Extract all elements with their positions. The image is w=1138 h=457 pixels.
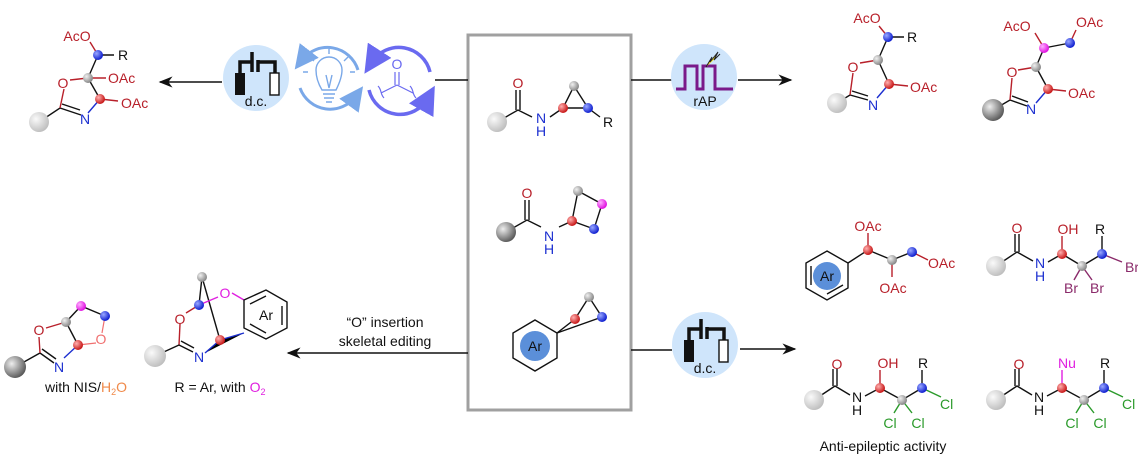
product-tribromo-amide: O OH N H R Br Br Br [986, 220, 1138, 296]
atom-n: N [536, 110, 546, 126]
r-group: R [907, 29, 917, 45]
br-label: Br [1090, 280, 1104, 296]
oac-label: OAc [1076, 14, 1103, 30]
substrate-box [466, 33, 633, 412]
lightbulb-photocatalysis-icon [294, 43, 364, 113]
caption-anti-epileptic: Anti-epileptic activity [820, 438, 947, 454]
ring-n: N [54, 359, 64, 375]
ring-n: N [1026, 101, 1036, 117]
dc-electrolysis-icon: d.c. [672, 312, 738, 378]
ketone-catalyst-icon: O [364, 42, 435, 118]
rap-label: rAP [693, 93, 716, 109]
atom-n: N [852, 389, 862, 405]
ring-o-faded: O [96, 331, 107, 347]
substrate-aryl-cyclopropane: Ar [512, 292, 607, 372]
atom-h: H [852, 402, 862, 418]
atom-h: H [544, 241, 554, 257]
oac-label: OAc [854, 218, 881, 234]
carbonyl-o: O [1014, 356, 1025, 372]
oac-label: OAc [121, 95, 148, 111]
product-bridged-aryl-B: O O N Ar R = Ar, with O2 [144, 272, 288, 397]
r-group: R [1095, 221, 1105, 237]
atom-h: H [1034, 402, 1044, 418]
ring-n: N [194, 349, 204, 365]
aco-label: AcO [63, 28, 90, 44]
cl-label: Cl [1122, 396, 1135, 412]
ring-o: O [34, 322, 45, 338]
r-group: R [1100, 355, 1110, 371]
atom-n: N [544, 228, 554, 244]
ring-n: N [868, 97, 878, 113]
substrate-cyclopropyl-amide: O N H R [487, 75, 613, 139]
cl-label: Cl [883, 415, 896, 431]
aco-label: AcO [1003, 18, 1030, 34]
ar-label: Ar [820, 268, 834, 284]
oac-label: OAc [910, 79, 937, 95]
product-trichloro-amide: O OH N H R Cl Cl Cl Anti-epileptic activ… [804, 355, 953, 454]
dc-label: d.c. [245, 93, 268, 109]
product-dioxazole-top-right-1: AcO R OAc O N [827, 10, 937, 113]
ring-o: O [175, 311, 186, 327]
atom-h: H [1035, 268, 1045, 284]
product-fused-bicyclic-A: O O N with NIS/H2O [4, 301, 127, 397]
arrow-label-o-insertion: “O” insertion [346, 314, 423, 330]
oac-label: OAc [879, 280, 906, 296]
oh-label: OH [1058, 221, 1079, 237]
atom-n: N [1034, 389, 1044, 405]
ring-o: O [848, 59, 859, 75]
dc-electrolysis-icon: d.c. [223, 45, 289, 111]
cl-label: Cl [940, 396, 953, 412]
product-dioxazole-top-right-2: AcO OAc OAc O N [982, 14, 1103, 121]
oac-label: OAc [1068, 85, 1095, 101]
ring-o: O [1007, 64, 1018, 80]
caption-nis-water: with NIS/H2O [44, 379, 127, 397]
product-aryl-triacetate: Ar OAc OAc OAc [805, 218, 955, 301]
atom-h: H [536, 123, 546, 139]
aco-label: AcO [853, 10, 880, 26]
cl-label: Cl [1093, 415, 1106, 431]
rap-alternating-polarity-icon: rAP [671, 44, 737, 110]
cl-label: Cl [1065, 415, 1078, 431]
ring-o: O [58, 75, 69, 91]
br-label: Br [1064, 280, 1078, 296]
cl-label: Cl [911, 415, 924, 431]
br-label: Br [1125, 259, 1138, 275]
dc-label: d.c. [694, 360, 717, 376]
substrate-cyclobutyl-amide: O N H [496, 185, 607, 257]
ether-o: O [220, 285, 231, 301]
ring-n: N [80, 111, 90, 127]
carbonyl-o: O [832, 356, 843, 372]
nu-label: Nu [1058, 355, 1076, 371]
oh-label: OH [878, 355, 899, 371]
r-group: R [603, 114, 613, 130]
r-group: R [118, 47, 128, 63]
caption-r-ar-oxygen: R = Ar, with O2 [175, 379, 266, 397]
atom-o: O [522, 185, 533, 201]
atom-o: O [513, 75, 524, 91]
product-dioxazole-acetoxy-top-left: AcO R OAc OAc O N [29, 28, 148, 132]
product-nucleophile-trichloro-amide: O Nu N H R Cl Cl Cl [986, 355, 1135, 431]
ar-label: Ar [528, 338, 542, 354]
r-group: R [918, 355, 928, 371]
atom-n: N [1035, 255, 1045, 271]
oac-label: OAc [108, 70, 135, 86]
arrow-label-skeletal-editing: skeletal editing [339, 333, 432, 349]
ar-label: Ar [259, 307, 273, 323]
oac-label: OAc [928, 255, 955, 271]
svg-text:O: O [392, 56, 403, 72]
carbonyl-o: O [1012, 220, 1023, 236]
